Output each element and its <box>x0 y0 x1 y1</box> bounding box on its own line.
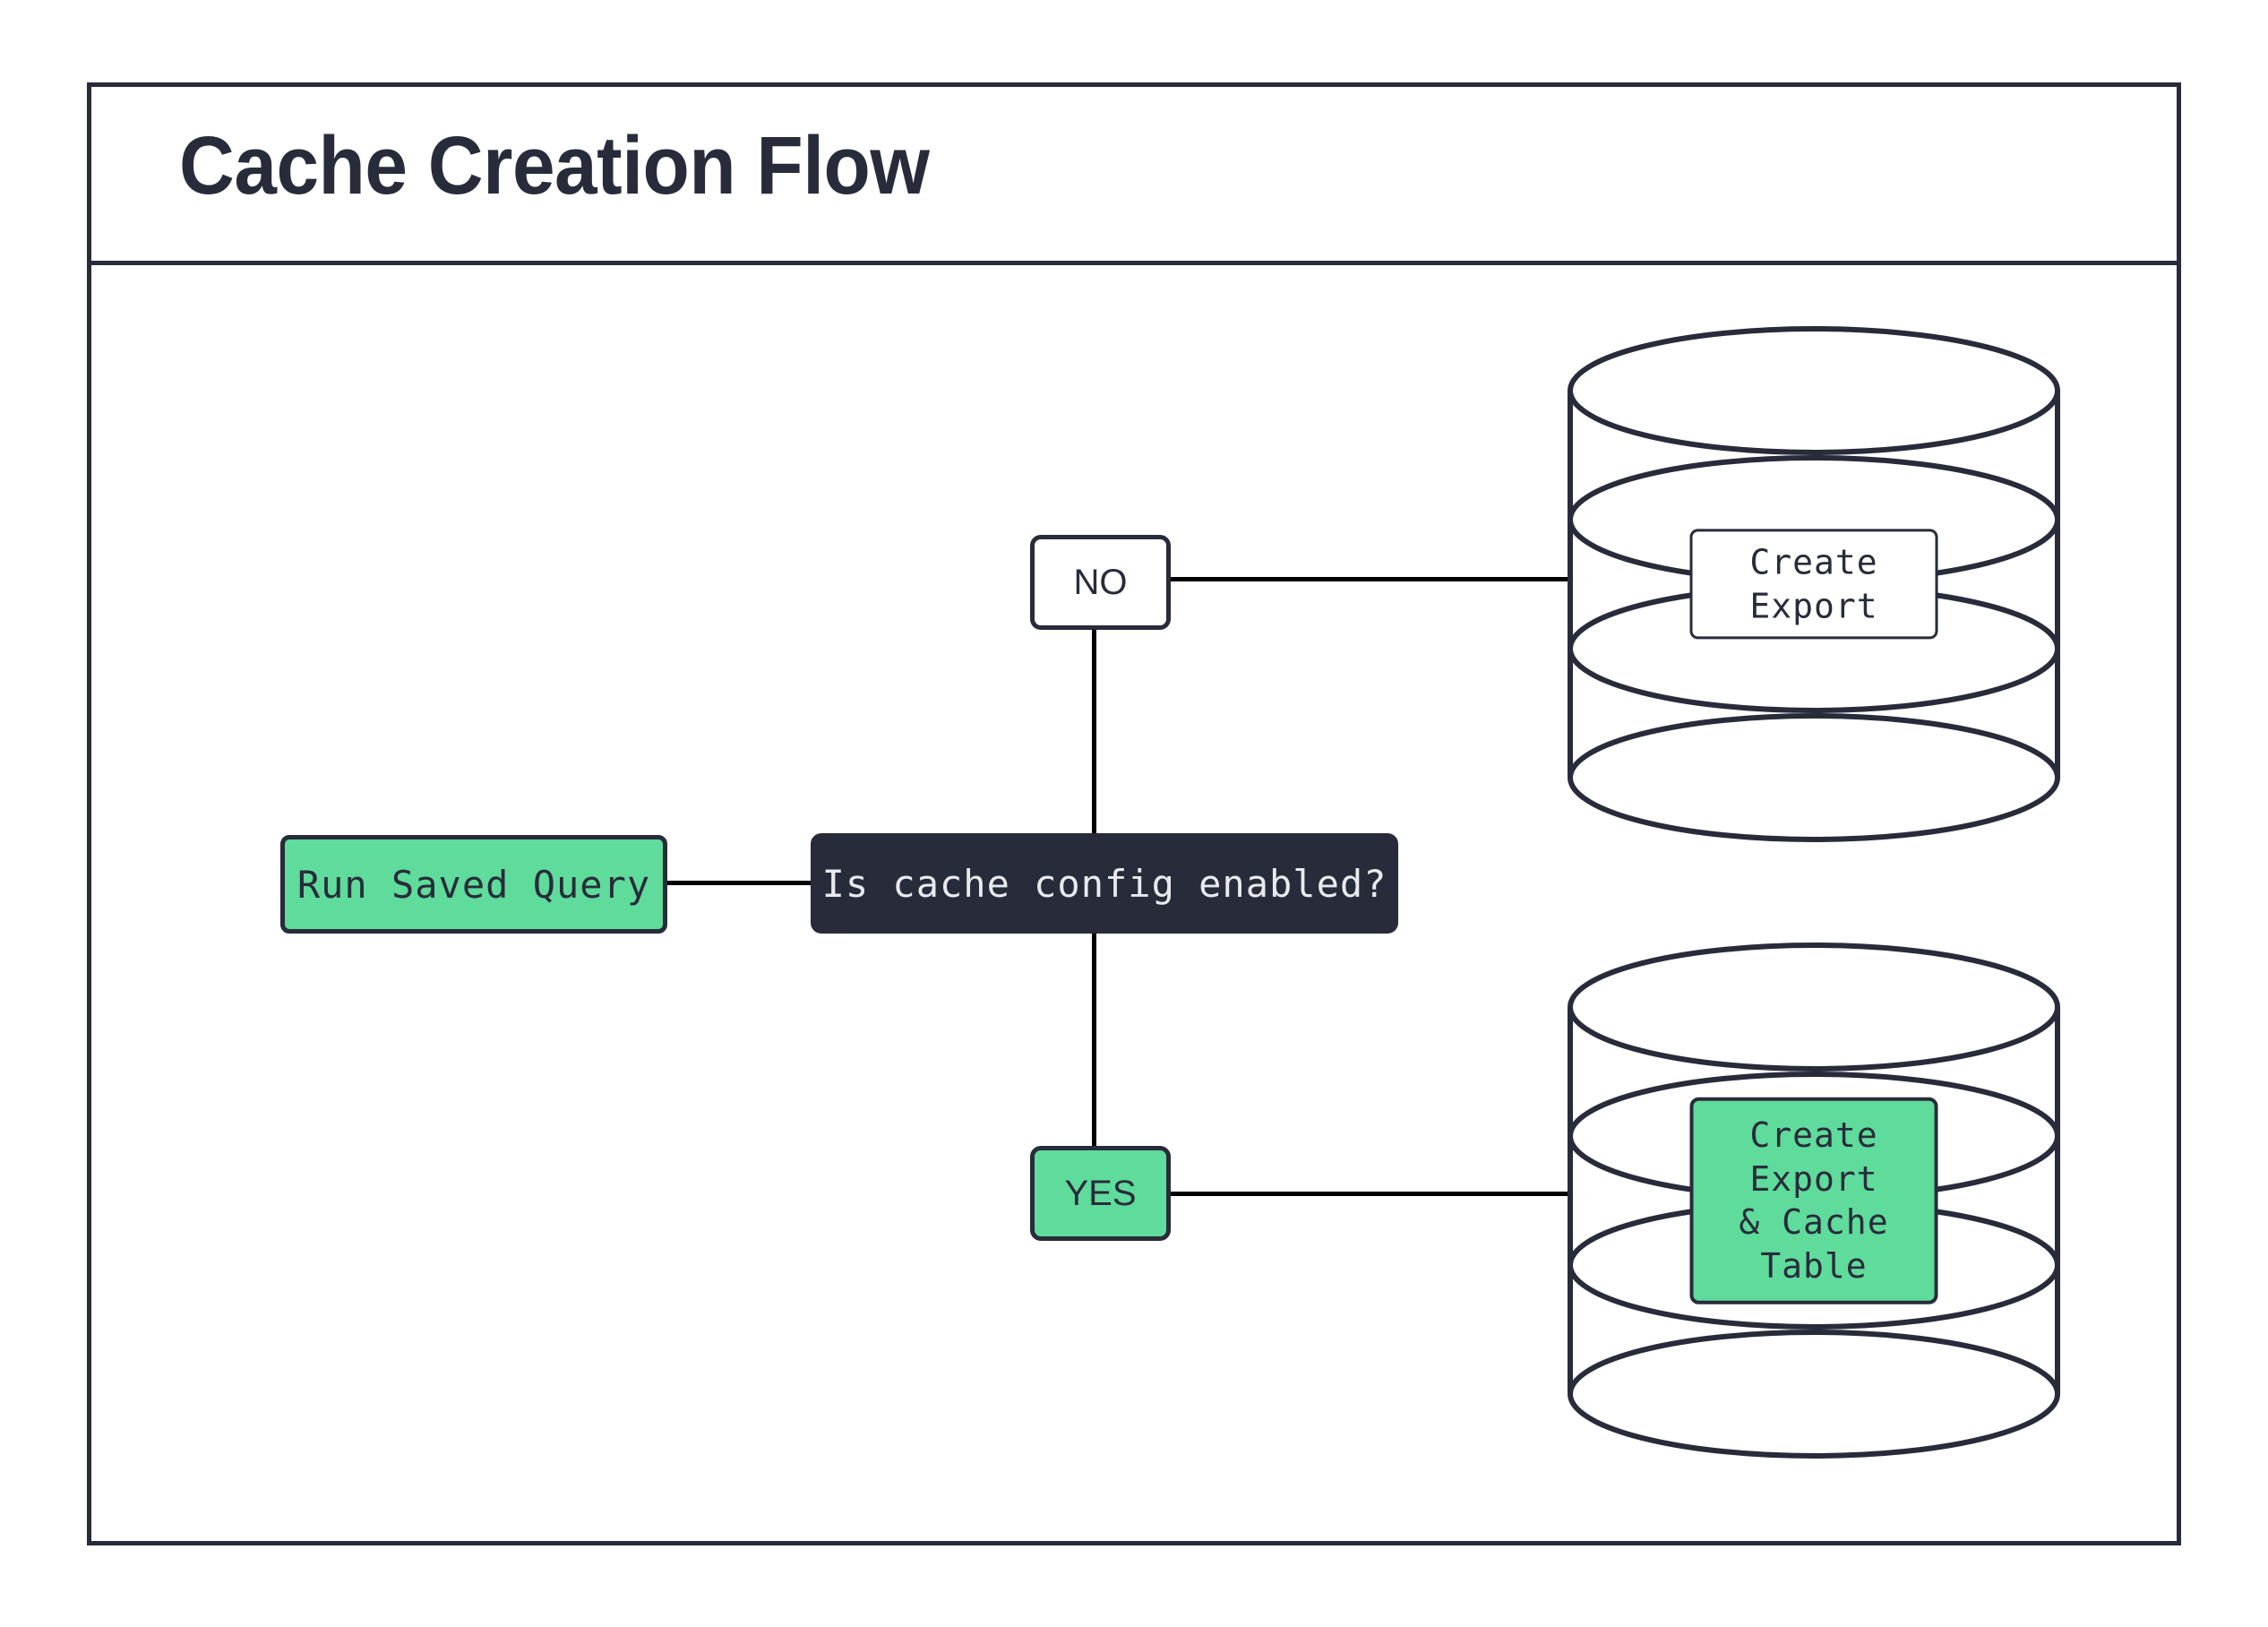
diagram-header: Cache Creation Flow <box>91 87 2177 265</box>
page-title: Cache Creation Flow <box>179 120 930 211</box>
diagram-frame: Cache Creation Flow <box>87 82 2181 1545</box>
node-database-create-export[interactable]: Create Export <box>1566 324 2062 844</box>
edge-decision-to-yes <box>1092 932 1096 1148</box>
node-branch-yes[interactable]: YES <box>1030 1146 1171 1241</box>
edge-start-to-decision <box>667 881 812 885</box>
node-is-cache-config-enabled[interactable]: Is cache config enabled? <box>811 833 1398 934</box>
edge-yes-to-db-cache <box>1169 1192 1572 1196</box>
node-database-create-export-cache-table[interactable]: Create Export & Cache Table <box>1566 941 2062 1460</box>
edge-decision-to-no <box>1092 627 1096 835</box>
node-branch-no[interactable]: NO <box>1030 535 1171 630</box>
node-run-saved-query[interactable]: Run Saved Query <box>280 835 667 934</box>
node-database-create-export-cache-table-label: Create Export & Cache Table <box>1689 1097 1938 1304</box>
edge-no-to-db-export <box>1169 577 1572 581</box>
node-database-create-export-label: Create Export <box>1689 529 1938 640</box>
